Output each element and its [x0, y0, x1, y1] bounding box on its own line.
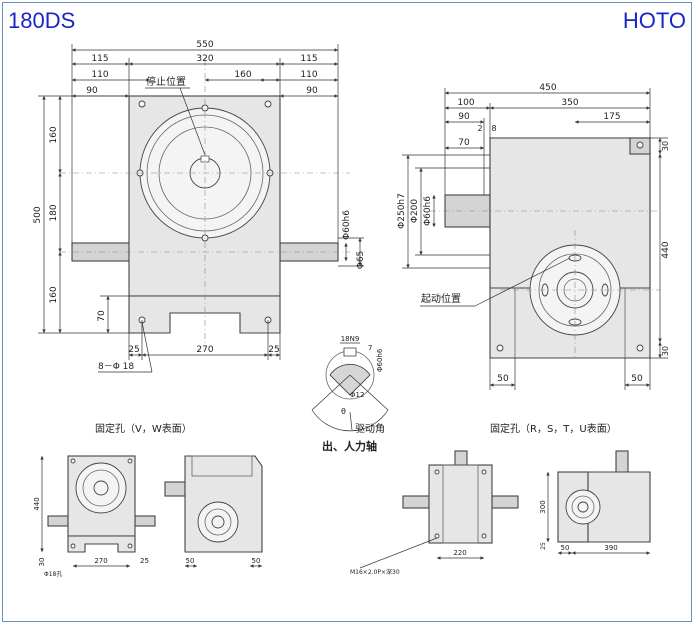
- dim-side-50a: 50: [497, 374, 509, 384]
- dim-side-60h6: Φ60h6: [423, 196, 433, 226]
- dim-rstu-50: 50: [561, 544, 570, 552]
- dim-side-440: 440: [661, 241, 671, 258]
- dim-front-550: 550: [196, 40, 213, 50]
- dim-front-180: 180: [49, 204, 59, 221]
- title-mount-rstu: 固定孔（R，S，T，U表面）: [490, 422, 617, 435]
- callout-stop-position: 停止位置: [146, 75, 186, 88]
- dim-front-shaft-65: Φ65: [356, 251, 366, 270]
- label-io-shaft: 出、人力轴: [322, 439, 377, 453]
- label-rstu-thread: M16×2.0P×深30: [350, 568, 400, 576]
- dim-side-175: 175: [603, 112, 620, 122]
- dim-side-50b: 50: [631, 374, 643, 384]
- dim-side-2: 2: [477, 124, 482, 133]
- side-body: [489, 137, 651, 289]
- dim-front-25a: 25: [128, 345, 139, 355]
- dim-vw-50a: 50: [186, 557, 195, 565]
- dim-front-70: 70: [97, 310, 107, 322]
- front-base: [128, 295, 281, 334]
- dim-rstu-220: 220: [453, 549, 466, 557]
- dim-side-8: 8: [491, 124, 496, 133]
- brand-label: HOTO: [622, 8, 686, 33]
- dim-vw-270: 270: [94, 557, 107, 565]
- dim-side-450: 450: [539, 83, 556, 93]
- dim-side-30a: 30: [661, 141, 670, 151]
- title-mount-vw: 固定孔（V，W表面）: [95, 422, 192, 435]
- dim-rstu-390: 390: [604, 544, 617, 552]
- dim-front-115a: 115: [91, 54, 108, 64]
- dim-front-110b: 110: [300, 70, 317, 80]
- dim-vw-25: 25: [140, 557, 149, 565]
- dim-front-90b: 90: [306, 86, 318, 96]
- dim-front-25b: 25: [268, 345, 279, 355]
- mount-vw-front: 440 30 270 25 Φ18孔: [33, 455, 156, 578]
- label-drive-angle: 驱动角: [355, 423, 385, 435]
- dim-front-320: 320: [196, 54, 213, 64]
- dim-key-theta: θ: [341, 407, 346, 416]
- callout-start-position: 起动位置: [421, 292, 461, 305]
- shaft-detail: 18N9 7 Φ60h6 Φ12 θ 驱动角 出、人力轴: [311, 335, 389, 453]
- dim-front-270: 270: [196, 345, 213, 355]
- dim-key-shaft: Φ60h6: [376, 348, 384, 372]
- dim-key-7: 7: [368, 344, 372, 352]
- front-view: 550 115 320 115 110 160 110 90 90 停止位置 5…: [33, 40, 366, 373]
- dim-side-90: 90: [458, 112, 470, 122]
- dim-side-100: 100: [457, 98, 474, 108]
- side-view: 450 100 350 90 2 8 175 70 Φ250h7 Φ200 Φ6…: [397, 83, 671, 390]
- callout-mount-holes: 8－Φ 18: [98, 362, 134, 372]
- dim-side-30b: 30: [661, 346, 670, 356]
- dim-front-160: 160: [234, 70, 251, 80]
- mount-vw-side: 50 50: [164, 455, 263, 568]
- dim-side-200: Φ200: [410, 199, 420, 224]
- dim-front-110a: 110: [91, 70, 108, 80]
- dim-rstu-300: 300: [539, 500, 547, 513]
- dim-key-12: Φ12: [350, 391, 364, 399]
- dim-front-160a: 160: [49, 126, 59, 143]
- dim-front-160b: 160: [49, 286, 59, 303]
- dim-rstu-25: 25: [540, 542, 547, 550]
- label-vw-holes: Φ18孔: [44, 570, 62, 578]
- mount-rstu-front: 220 M16×2.0P×深30: [350, 450, 519, 576]
- dim-front-500: 500: [33, 206, 43, 223]
- mount-rstu-side: 300 25 50 390: [539, 450, 651, 555]
- dim-vw-50b: 50: [252, 557, 261, 565]
- model-label: 180DS: [8, 8, 76, 33]
- dim-side-70: 70: [458, 138, 470, 148]
- dim-side-250h7: Φ250h7: [397, 193, 407, 229]
- dim-front-115b: 115: [300, 54, 317, 64]
- dim-front-shaft-60: Φ60h6: [342, 210, 352, 240]
- dim-key-18n9: 18N9: [341, 335, 360, 343]
- dim-front-90a: 90: [86, 86, 98, 96]
- dim-vw-440: 440: [33, 497, 41, 510]
- dim-side-350: 350: [561, 98, 578, 108]
- dim-vw-30: 30: [38, 558, 46, 567]
